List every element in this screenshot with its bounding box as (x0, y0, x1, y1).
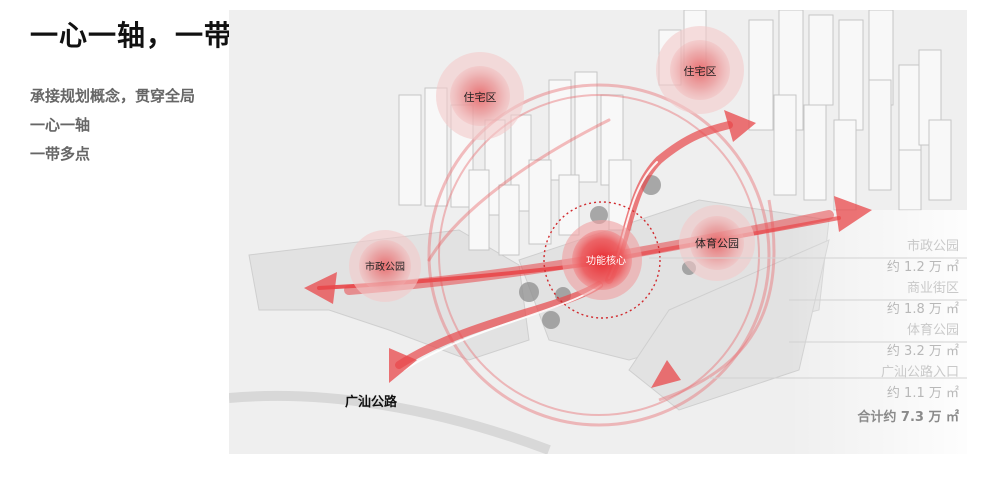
stat-lines (649, 257, 967, 379)
node-core (562, 220, 642, 300)
site-plan-diagram: 住宅区 住宅区 市政公园 体育公园 功能核心 广汕公路 (229, 10, 967, 454)
area-stats: 市政公园 约 1.2 万 ㎡ 商业街区 约 1.8 万 ㎡ 体育公园 约 3.2… (819, 236, 959, 425)
label-core: 功能核心 (586, 254, 626, 267)
arrow-heads (304, 110, 872, 388)
node-municipal-park (349, 230, 421, 302)
core-dotted-ring (543, 201, 661, 319)
node-sports-park (679, 205, 755, 281)
stat-value-municipal-park: 约 1.2 万 ㎡ (886, 260, 959, 275)
stat-value-sports-park: 约 3.2 万 ㎡ (886, 344, 959, 359)
intro-line-3: 一带多点 (30, 145, 91, 163)
road-label: 广汕公路 (345, 394, 398, 410)
stat-value-commercial-street: 约 1.8 万 ㎡ (886, 302, 959, 317)
intro-text: 承接规划概念，贯穿全局 一心一轴 一带多点 (30, 82, 195, 169)
intro-line-1: 承接规划概念，贯穿全局 (30, 87, 196, 105)
stat-label-commercial-street: 商业街区 (906, 281, 959, 296)
stat-label-road-entrance: 广汕公路入口 (880, 365, 959, 380)
intro-line-2: 一心一轴 (30, 116, 91, 134)
node-residential-right (656, 26, 744, 114)
stat-total: 合计约 7.3 万 ㎡ (857, 410, 959, 425)
label-residential-left: 住宅区 (464, 90, 497, 104)
buildings (398, 10, 952, 256)
label-municipal-park: 市政公园 (365, 260, 405, 273)
stat-label-municipal-park: 市政公园 (906, 239, 959, 254)
stat-label-sports-park: 体育公园 (906, 323, 959, 338)
road (229, 390, 551, 454)
belt-rings (427, 83, 776, 427)
label-residential-right: 住宅区 (684, 64, 717, 78)
label-sports-park: 体育公园 (695, 236, 739, 250)
stat-value-road-entrance: 约 1.1 万 ㎡ (886, 386, 959, 401)
node-residential-left (436, 52, 524, 140)
